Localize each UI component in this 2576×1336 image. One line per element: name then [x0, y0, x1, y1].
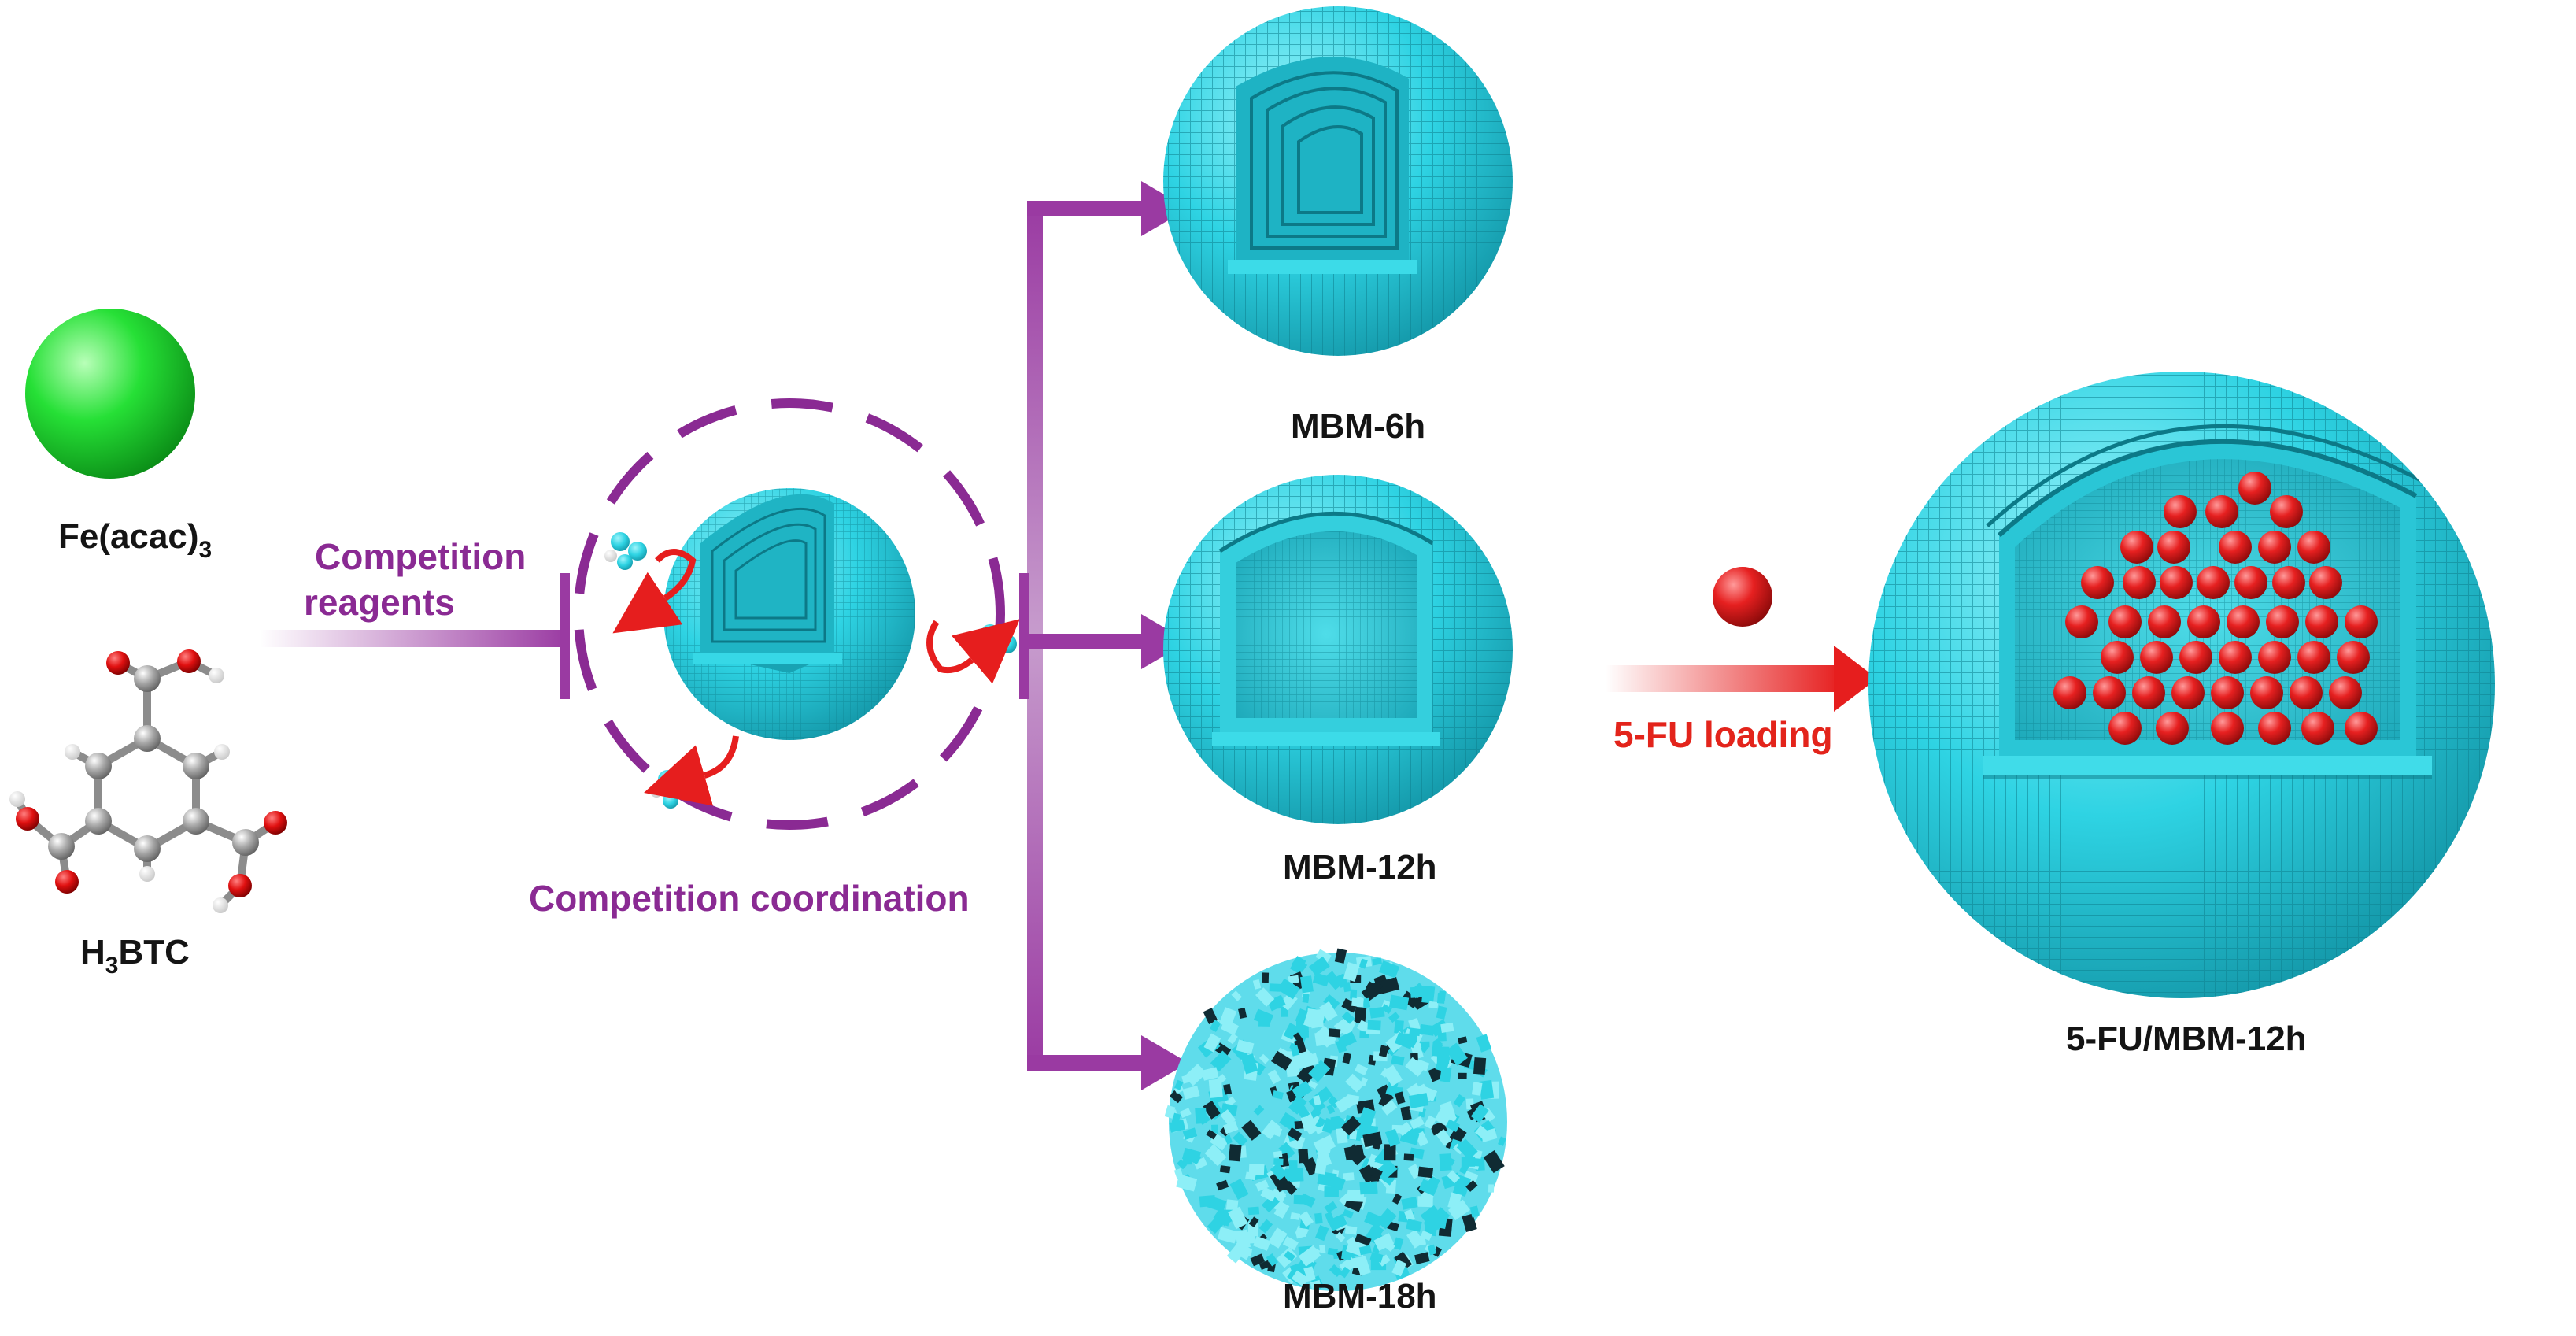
drug-particle [2301, 712, 2334, 745]
mbm-6h-sphere [1163, 6, 1513, 356]
drug-particle [2211, 712, 2244, 745]
competitor-cluster-1 [604, 532, 697, 634]
drug-particle [2258, 712, 2291, 745]
competitor-cluster-3 [644, 735, 739, 809]
drug-particle [2179, 641, 2212, 674]
5fu-loading-label: 5-FU loading [1613, 714, 1833, 755]
drug-particle [2219, 641, 2252, 674]
competition-reagents-label-1: Competition [315, 536, 527, 577]
drug-particle [2305, 605, 2338, 638]
5fu-mbm-12h-label: 5-FU/MBM-12h [2066, 1020, 2307, 1058]
drug-particle [2156, 712, 2189, 745]
coordination-dashed-circle [574, 398, 1005, 830]
drug-particle [2219, 531, 2252, 564]
5fu-drug-molecule [1713, 567, 1772, 627]
drug-particle [2065, 605, 2098, 638]
drug-particle [2290, 676, 2323, 709]
drug-particle [2266, 605, 2299, 638]
competitor-cluster-2 [926, 619, 1020, 684]
mbm-18h-sphere [1164, 948, 1507, 1291]
drug-particle [2270, 495, 2303, 528]
drug-particle [2148, 605, 2181, 638]
drug-particle [2258, 641, 2291, 674]
drug-particle [2053, 676, 2086, 709]
drug-particle [2187, 605, 2220, 638]
drug-particle [2093, 676, 2126, 709]
fe-acac-sphere [25, 309, 195, 479]
drug-particle [2337, 641, 2370, 674]
drug-particle [2234, 566, 2267, 599]
fe-acac-label: Fe(acac)3 [58, 517, 213, 563]
drug-particle [2227, 605, 2260, 638]
5fu-mbm-12h-sphere [1868, 372, 2495, 998]
drug-particle [2329, 676, 2362, 709]
competition-reagents-line [260, 630, 568, 647]
drug-particle [2157, 531, 2190, 564]
drug-particle [2250, 676, 2283, 709]
competition-coordination-label: Competition coordination [529, 878, 970, 919]
mbm-18h-label: MBM-18h [1283, 1277, 1437, 1316]
loaded-drug-particles [2053, 472, 2378, 745]
mbm-12h-label: MBM-12h [1283, 848, 1437, 886]
drug-particle [2211, 676, 2244, 709]
drug-particle [2297, 531, 2330, 564]
drug-particle [2205, 495, 2238, 528]
intermediate-sphere [663, 488, 915, 740]
drug-particle [2101, 641, 2134, 674]
mbm-12h-sphere [1163, 475, 1513, 824]
drug-particle [2345, 712, 2378, 745]
drug-particle [2160, 566, 2193, 599]
drug-particle [2108, 605, 2142, 638]
drug-particle [2132, 676, 2165, 709]
drug-particle [2171, 676, 2205, 709]
drug-particle [2108, 712, 2142, 745]
drug-particle [2297, 641, 2330, 674]
drug-particle [2272, 566, 2305, 599]
drug-particle [2081, 566, 2114, 599]
drug-particle [2164, 495, 2197, 528]
h3btc-label: H3BTC [80, 933, 190, 979]
drug-particle [2345, 605, 2378, 638]
loading-arrow [1606, 646, 1877, 712]
drug-particle [2309, 566, 2342, 599]
drug-particle [2140, 641, 2173, 674]
drug-particle [2197, 566, 2230, 599]
branch-arrows [1019, 181, 1188, 1090]
h3btc-molecule [9, 649, 287, 913]
competition-reagents-label-2: reagents [304, 582, 455, 623]
competition-reagents-bar [560, 573, 570, 699]
drug-particle [2238, 472, 2271, 505]
drug-particle [2123, 566, 2156, 599]
drug-particle [2258, 531, 2291, 564]
drug-particle [2120, 531, 2153, 564]
mbm-6h-label: MBM-6h [1291, 407, 1426, 446]
